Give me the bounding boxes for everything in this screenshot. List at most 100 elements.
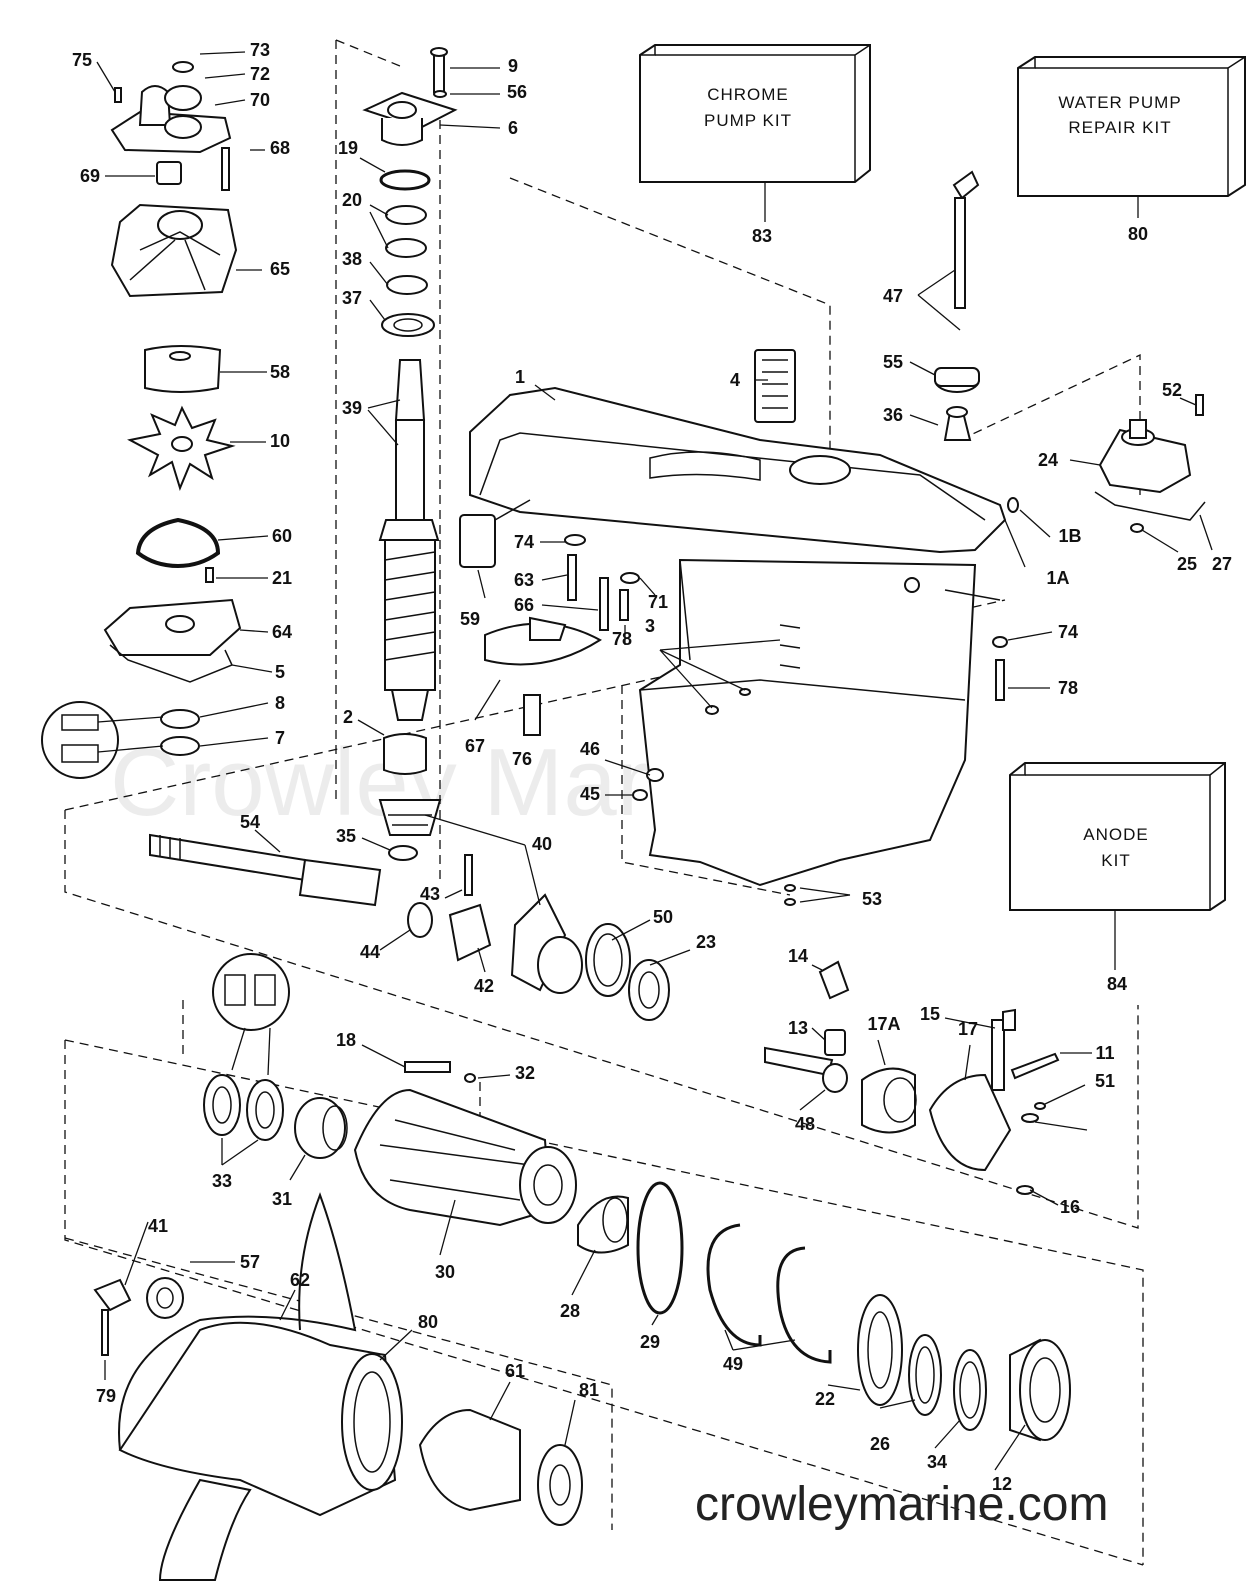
kit-anode-line-1: ANODE xyxy=(1083,825,1148,844)
callout-23: 23 xyxy=(696,932,716,952)
callout-47: 47 xyxy=(883,286,903,306)
callout-63: 63 xyxy=(514,570,534,590)
callout-52: 52 xyxy=(1162,380,1182,400)
callout-36: 36 xyxy=(883,405,903,425)
callout-22: 22 xyxy=(815,1389,835,1409)
callout-33: 33 xyxy=(212,1171,232,1191)
callout-9: 9 xyxy=(508,56,518,76)
callout-65: 65 xyxy=(270,259,290,279)
callout-64: 64 xyxy=(272,622,292,642)
kit-box-chrome-pump[interactable]: CHROME PUMP KIT 83 xyxy=(639,44,871,246)
callout-74: 74 xyxy=(1058,622,1078,642)
callout-37: 37 xyxy=(342,288,362,308)
kit-box-water-pump-repair[interactable]: WATER PUMP REPAIR KIT 80 xyxy=(1017,56,1246,244)
callout-21: 21 xyxy=(272,568,292,588)
callout-70: 70 xyxy=(250,90,270,110)
drive-shaft-assembly xyxy=(362,47,458,861)
callout-61: 61 xyxy=(505,1361,525,1381)
callout-76: 76 xyxy=(512,749,532,769)
callout-55: 55 xyxy=(883,352,903,372)
callout-20: 20 xyxy=(342,190,362,210)
propeller-shaft-row xyxy=(149,833,1060,1195)
callout-59: 59 xyxy=(460,609,480,629)
callout-1: 1 xyxy=(515,367,525,387)
callout-6: 6 xyxy=(508,118,518,138)
callout-18: 18 xyxy=(336,1030,356,1050)
callout-72: 72 xyxy=(250,64,270,84)
callout-60: 60 xyxy=(272,526,292,546)
retaining-rings-row xyxy=(706,1223,1071,1442)
callout-53: 53 xyxy=(862,889,882,909)
callout-54: 54 xyxy=(240,812,260,832)
propeller-assembly[interactable] xyxy=(93,1192,583,1581)
callout-80: 80 xyxy=(418,1312,438,1332)
callout-68: 68 xyxy=(270,138,290,158)
kit-water-pump-line-2: REPAIR KIT xyxy=(1068,118,1171,137)
callout-15: 15 xyxy=(920,1004,940,1024)
callout-25: 25 xyxy=(1177,554,1197,574)
callout-11: 11 xyxy=(1095,1043,1114,1063)
callout-2: 2 xyxy=(343,707,353,727)
kit-box-anode[interactable]: ANODE KIT 84 xyxy=(1009,762,1226,994)
gearcase-housing[interactable] xyxy=(459,349,1007,887)
callout-58: 58 xyxy=(270,362,290,382)
leader-lines xyxy=(96,51,1213,1471)
callout-78: 78 xyxy=(1058,678,1078,698)
callout-1A: 1A xyxy=(1046,568,1069,588)
callout-19: 19 xyxy=(338,138,358,158)
kit-chrome-line-1: CHROME xyxy=(707,85,789,104)
callout-27: 27 xyxy=(1212,554,1232,574)
callout-74: 74 xyxy=(514,532,534,552)
callout-45: 45 xyxy=(580,784,600,804)
callout-3: 3 xyxy=(645,616,655,636)
callout-44: 44 xyxy=(360,942,380,962)
callout-42: 42 xyxy=(474,976,494,996)
callout-8: 8 xyxy=(275,693,285,713)
callout-78: 78 xyxy=(612,629,632,649)
watermark-url: crowleymarine.com xyxy=(695,1478,1108,1531)
callout-73: 73 xyxy=(250,40,270,60)
callout-51: 51 xyxy=(1095,1071,1115,1091)
callout-31: 31 xyxy=(272,1189,292,1209)
callout-39: 39 xyxy=(342,398,362,418)
kit-chrome-line-2: PUMP KIT xyxy=(704,111,792,130)
callout-14: 14 xyxy=(788,946,808,966)
bearing-housing-row xyxy=(203,953,684,1315)
callout-48: 48 xyxy=(795,1114,815,1134)
callout-12: 12 xyxy=(992,1474,1012,1494)
kit-chrome-number: 83 xyxy=(752,226,772,246)
callout-49: 49 xyxy=(723,1354,743,1374)
callout-5: 5 xyxy=(275,662,285,682)
callout-50: 50 xyxy=(653,907,673,927)
callout-16: 16 xyxy=(1060,1197,1080,1217)
callout-7: 7 xyxy=(275,728,285,748)
callout-34: 34 xyxy=(927,1452,947,1472)
callout-46: 46 xyxy=(580,739,600,759)
callout-32: 32 xyxy=(515,1063,535,1083)
callout-35: 35 xyxy=(336,826,356,846)
callout-79: 79 xyxy=(96,1386,116,1406)
callout-30: 30 xyxy=(435,1262,455,1282)
kit-water-pump-line-1: WATER PUMP xyxy=(1058,93,1181,112)
callout-75: 75 xyxy=(72,50,92,70)
callout-17: 17 xyxy=(958,1019,978,1039)
callout-29: 29 xyxy=(640,1332,660,1352)
water-pump-assembly xyxy=(41,61,242,779)
callout-66: 66 xyxy=(514,595,534,615)
callout-26: 26 xyxy=(870,1434,890,1454)
callout-41: 41 xyxy=(148,1216,168,1236)
callout-40: 40 xyxy=(532,834,552,854)
callout-62: 62 xyxy=(290,1270,310,1290)
callout-81: 81 xyxy=(579,1380,599,1400)
callout-43: 43 xyxy=(420,884,440,904)
kit-anode-number: 84 xyxy=(1107,974,1127,994)
callout-56: 56 xyxy=(507,82,527,102)
callout-57: 57 xyxy=(240,1252,260,1272)
callout-24: 24 xyxy=(1038,450,1058,470)
callout-1B: 1B xyxy=(1058,526,1081,546)
callout-4: 4 xyxy=(730,370,740,390)
kit-water-pump-number: 80 xyxy=(1128,224,1148,244)
shift-rod-and-fittings xyxy=(564,170,1206,906)
